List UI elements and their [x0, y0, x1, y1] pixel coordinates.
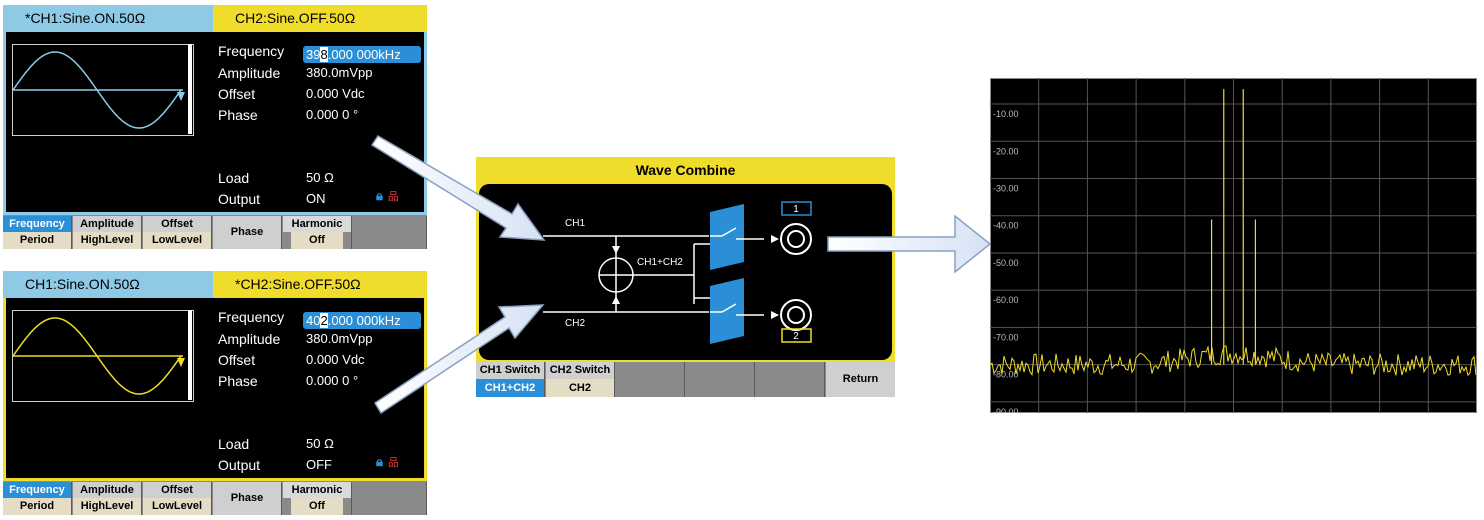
harmonic-softkey[interactable]: Harmonic Off [283, 482, 352, 515]
ch2-tab[interactable]: *CH2:Sine.OFF.50Ω [213, 271, 427, 298]
frequency-period-softkey[interactable]: Frequency Period [3, 216, 72, 249]
wave-combine-softkey-bar: CH1 Switch CH1+CH2 CH2 Switch CH2 Return [476, 362, 895, 397]
channel-parameter-area: Frequency 402.000 000kHz Amplitude 380.0… [3, 298, 427, 481]
y-tick-label: -60.00 [993, 295, 1019, 305]
phase-label: Phase [218, 373, 258, 389]
offset-value[interactable]: 0.000 Vdc [306, 352, 365, 367]
frequency-period-softkey[interactable]: Frequency Period [3, 482, 72, 515]
waveform-scrollbar [188, 44, 192, 134]
softkey-bar: Frequency Period Amplitude HighLevel Off… [3, 481, 427, 515]
phase-softkey[interactable]: Phase [213, 216, 282, 249]
amplitude-label: Amplitude [218, 65, 281, 81]
waveform-preview [12, 310, 194, 402]
network-icon: 品 [387, 191, 399, 203]
output-value[interactable]: ON [306, 191, 326, 206]
ch1-switch-softkey[interactable]: CH1 Switch CH1+CH2 [476, 362, 545, 397]
output-value[interactable]: OFF [306, 457, 332, 472]
ch2-screen: CH1:Sine.ON.50Ω *CH2:Sine.OFF.50Ω Freque… [3, 271, 427, 515]
frequency-label: Frequency [218, 43, 285, 59]
ch1-screen: *CH1:Sine.ON.50Ω CH2:Sine.OFF.50Ω Freque… [3, 5, 427, 249]
arrow-icon [370, 134, 546, 241]
blank-softkey [353, 216, 427, 249]
offset-label: Offset [218, 86, 256, 102]
amplitude-label: Amplitude [218, 331, 281, 347]
output1-connector-icon [780, 223, 812, 255]
output1-badge [781, 201, 812, 216]
y-tick-label: -90.00 [993, 407, 1019, 413]
y-tick-label: -80.00 [993, 370, 1019, 380]
waveform-preview [12, 44, 194, 136]
sum-label: CH1+CH2 [637, 257, 683, 268]
spectrum-trace [989, 345, 1477, 377]
status-icons: 🔒︎ 品 [376, 188, 399, 204]
blank-softkey [353, 482, 427, 515]
ch2-tab[interactable]: CH2:Sine.OFF.50Ω [213, 5, 427, 32]
sine-wave-icon [12, 317, 185, 395]
y-tick-label: -20.00 [993, 146, 1019, 156]
edit-cursor: 8 [320, 47, 328, 62]
ch1-tab[interactable]: *CH1:Sine.ON.50Ω [3, 5, 213, 32]
phase-value[interactable]: 0.000 0 ° [306, 107, 359, 122]
spectrum-chart: -10.00 -20.00 -30.00 -40.00 -50.00 -60.00 -70.… [989, 77, 1478, 417]
frequency-label: Frequency [218, 309, 285, 325]
harmonic-softkey[interactable]: Harmonic Off [283, 216, 352, 249]
ch1-tab[interactable]: CH1:Sine.ON.50Ω [3, 271, 213, 298]
arrow-icon [373, 304, 545, 415]
y-tick-label: -50.00 [993, 258, 1019, 268]
wave-combine-screen: Wave Combine CH1 CH2 CH1+CH2 [476, 157, 895, 397]
network-icon: 品 [387, 457, 399, 469]
amplitude-highlevel-softkey[interactable]: Amplitude HighLevel [73, 216, 142, 249]
lock-icon: 🔒︎ [376, 454, 383, 469]
load-label: Load [218, 436, 250, 452]
spectrum-display: -10.00 -20.00 -30.00 -40.00 -50.00 -60.00 -70.… [989, 77, 1478, 417]
output1-label: 1 [793, 204, 799, 215]
output2-badge [781, 328, 812, 343]
load-value[interactable]: 50 Ω [306, 170, 334, 185]
combine-routing-diagram: CH1 CH2 CH1+CH2 [543, 201, 812, 344]
waveform-scrollbar [188, 310, 192, 400]
frequency-field[interactable]: 398.000 000kHz [303, 46, 421, 63]
amplitude-highlevel-softkey[interactable]: Amplitude HighLevel [73, 482, 142, 515]
output2-label: 2 [793, 331, 799, 342]
output-label: Output [218, 457, 261, 473]
sine-wave-icon [12, 51, 185, 129]
y-tick-label: -30.00 [993, 184, 1019, 194]
ch2-switch-softkey[interactable]: CH2 Switch CH2 [546, 362, 615, 397]
return-softkey[interactable]: Return [826, 362, 895, 397]
edit-cursor: 2 [320, 313, 328, 328]
ch1-multiplexer-icon [710, 204, 744, 270]
ch2-input-label: CH2 [565, 318, 585, 329]
lock-icon: 🔒︎ [376, 188, 383, 203]
ch1-input-label: CH1 [565, 218, 585, 229]
offset-label: Offset [218, 352, 256, 368]
frequency-field[interactable]: 402.000 000kHz [303, 312, 421, 329]
wave-combine-title: Wave Combine [635, 162, 736, 178]
phase-value[interactable]: 0.000 0 ° [306, 373, 359, 388]
y-tick-label: -10.00 [993, 109, 1019, 119]
amplitude-value[interactable]: 380.0mVpp [306, 331, 373, 346]
blank-softkey [616, 362, 685, 397]
amplitude-value[interactable]: 380.0mVpp [306, 65, 373, 80]
wave-combine-diagram: CH1 CH2 CH1+CH2 [479, 184, 892, 360]
ch2-multiplexer-icon [710, 278, 744, 344]
offset-lowlevel-softkey[interactable]: Offset LowLevel [143, 482, 212, 515]
y-tick-label: -70.00 [993, 332, 1019, 342]
offset-value[interactable]: 0.000 Vdc [306, 86, 365, 101]
output2-connector-icon [780, 299, 812, 331]
phase-label: Phase [218, 107, 258, 123]
output-label: Output [218, 191, 261, 207]
phase-softkey[interactable]: Phase [213, 482, 282, 515]
softkey-bar: Frequency Period Amplitude HighLevel Off… [3, 215, 427, 249]
load-label: Load [218, 170, 250, 186]
y-tick-label: -40.00 [993, 221, 1019, 231]
channel-parameter-area: Frequency 398.000 000kHz Amplitude 380.0… [3, 32, 427, 215]
blank-softkey [686, 362, 755, 397]
arrow-icon [827, 214, 992, 274]
status-icons: 🔒︎ 品 [376, 454, 399, 470]
load-value[interactable]: 50 Ω [306, 436, 334, 451]
offset-lowlevel-softkey[interactable]: Offset LowLevel [143, 216, 212, 249]
blank-softkey [756, 362, 825, 397]
